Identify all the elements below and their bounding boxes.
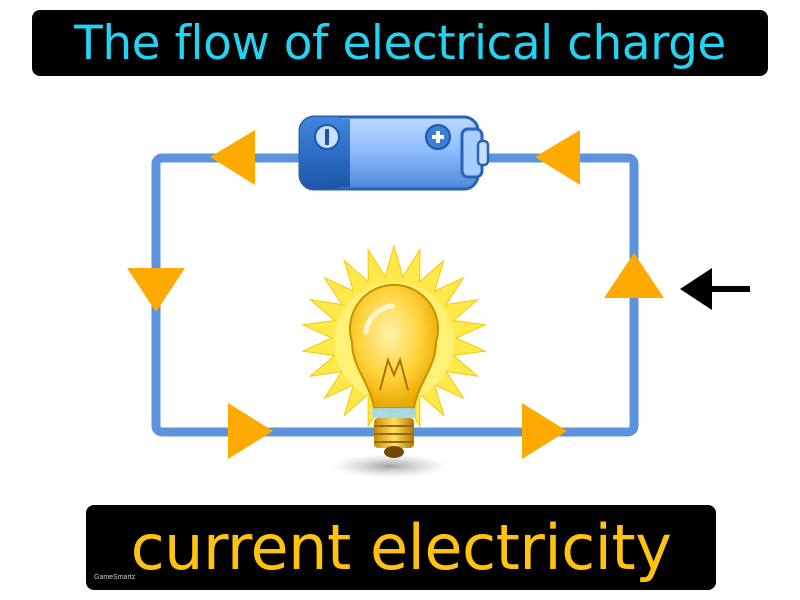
flow-arrow-icon	[604, 253, 664, 298]
flow-arrow-icon	[127, 268, 185, 312]
term-text: current electricity	[130, 511, 672, 584]
brand-watermark: GameSmartz	[94, 574, 136, 581]
light-bulb-icon	[301, 244, 487, 478]
term-banner: current electricity	[86, 505, 716, 590]
flow-arrow-icon	[535, 130, 580, 185]
battery-icon	[298, 115, 490, 191]
flow-arrow-icon	[210, 130, 255, 185]
flow-arrow-icon	[228, 403, 273, 459]
definition-text: The flow of electrical charge	[74, 15, 726, 71]
pointer-arrow-icon	[680, 268, 750, 310]
definition-banner: The flow of electrical charge	[32, 10, 768, 76]
flow-arrow-icon	[522, 403, 567, 459]
